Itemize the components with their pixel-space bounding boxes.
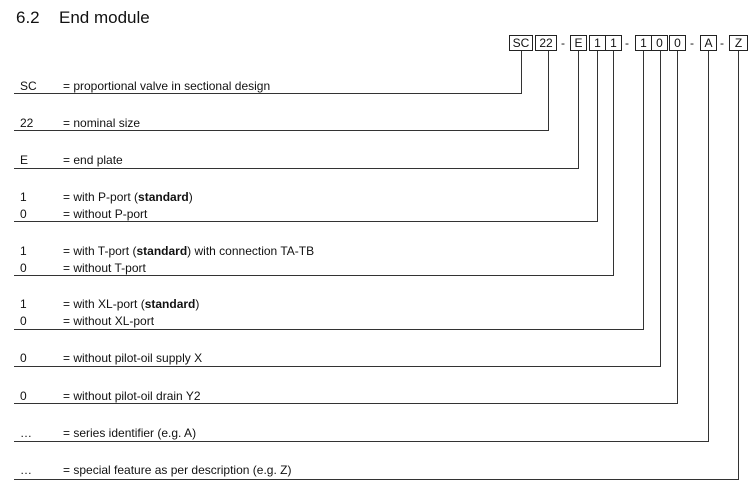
section-heading: 6.2 End module bbox=[16, 8, 150, 28]
connector-line bbox=[14, 51, 598, 222]
row-code: 1 bbox=[20, 190, 27, 204]
connector-line bbox=[14, 51, 644, 330]
row-text: = with XL-port (standard) bbox=[63, 297, 200, 311]
row-code: 0 bbox=[20, 314, 27, 328]
code-separator: - bbox=[625, 36, 629, 50]
code-separator: - bbox=[690, 36, 694, 50]
row-text: = without pilot-oil supply X bbox=[63, 351, 203, 365]
connector-line bbox=[14, 51, 709, 442]
row-code: 1 bbox=[20, 244, 27, 258]
row-text: = with P-port (standard) bbox=[63, 190, 193, 204]
code-box-series: A bbox=[700, 35, 717, 51]
code-separator: - bbox=[720, 36, 724, 50]
row-text: = without pilot-oil drain Y2 bbox=[63, 389, 201, 403]
row-code: 0 bbox=[20, 261, 27, 275]
row-code: 22 bbox=[20, 116, 34, 130]
row-code: 1 bbox=[20, 297, 27, 311]
row-code: 0 bbox=[20, 351, 27, 365]
row-text: = without XL-port bbox=[63, 314, 155, 328]
code-box-size: 22 bbox=[535, 35, 557, 51]
standard-label: standard bbox=[136, 244, 188, 258]
code-box-p-port: 1 bbox=[589, 35, 606, 51]
row-text: = special feature as per description (e.… bbox=[63, 463, 292, 477]
code-box-special: Z bbox=[729, 35, 748, 51]
row-text: = nominal size bbox=[63, 116, 141, 130]
code-box-t-port: 1 bbox=[605, 35, 622, 51]
row-text: = without T-port bbox=[63, 261, 146, 275]
row-code: E bbox=[20, 153, 29, 167]
section-title: End module bbox=[59, 8, 150, 27]
row-code: … bbox=[20, 426, 32, 440]
connector-line bbox=[14, 51, 614, 276]
code-box-pilot-drain: 0 bbox=[669, 35, 686, 51]
row-text: = proportional valve in sectional design bbox=[63, 79, 271, 93]
code-box-sc: SC bbox=[509, 35, 533, 51]
connector-line bbox=[14, 51, 739, 480]
standard-label: standard bbox=[138, 190, 189, 204]
connector-line bbox=[14, 51, 522, 94]
row-text: = without P-port bbox=[63, 207, 148, 221]
code-separator: - bbox=[561, 36, 565, 50]
connector-line bbox=[14, 51, 549, 131]
section-number: 6.2 bbox=[16, 8, 40, 27]
row-code: 0 bbox=[20, 207, 27, 221]
connector-line bbox=[14, 51, 678, 404]
connector-line bbox=[14, 51, 661, 367]
row-code: SC bbox=[20, 79, 37, 93]
row-code: … bbox=[20, 463, 32, 477]
connector-line bbox=[14, 51, 579, 169]
code-box-pilot-supply: 0 bbox=[651, 35, 668, 51]
row-code: 0 bbox=[20, 389, 27, 403]
code-box-end-plate: E bbox=[570, 35, 587, 51]
standard-label: standard bbox=[144, 297, 196, 311]
row-text: = end plate bbox=[63, 153, 123, 167]
row-text: = with T-port (standard) with connection… bbox=[63, 244, 315, 258]
row-text: = series identifier (e.g. A) bbox=[63, 426, 197, 440]
